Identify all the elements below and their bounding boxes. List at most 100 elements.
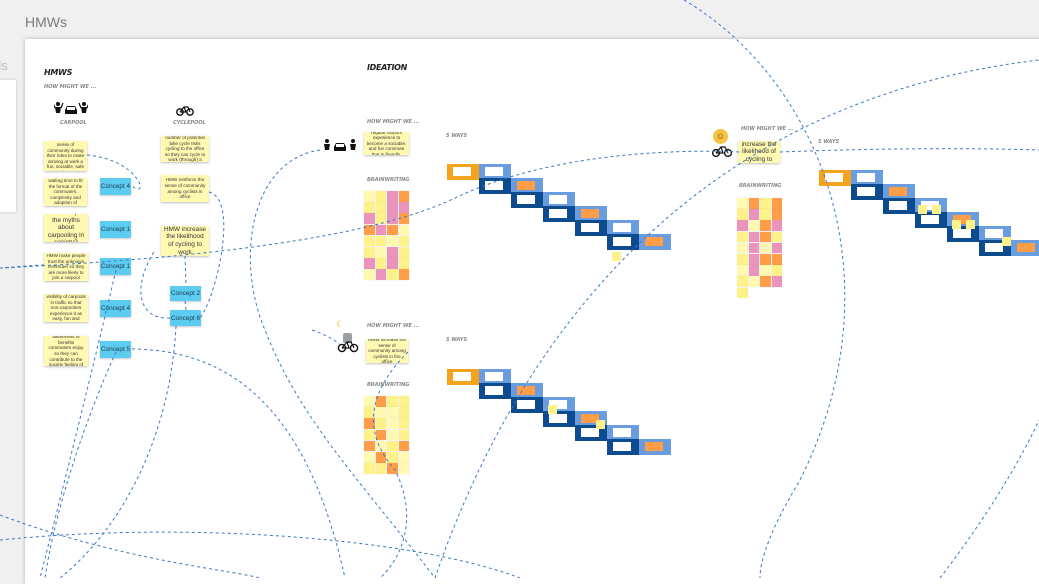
- ideation-hmw-note[interactable]: HMW make the regular carpool experience …: [364, 132, 409, 155]
- carpool-note[interactable]: HMW dispel the myths about carpooling in…: [44, 214, 88, 242]
- brainwriting-sticky[interactable]: [748, 231, 759, 243]
- idea-card[interactable]: [857, 187, 875, 196]
- concept-card[interactable]: Concept 4: [100, 300, 131, 317]
- brainwriting-sticky[interactable]: [375, 191, 386, 202]
- brainwriting-sticky[interactable]: [375, 247, 386, 258]
- idea-card[interactable]: [581, 223, 599, 232]
- brainwriting-sticky[interactable]: [748, 254, 759, 265]
- idea-card[interactable]: [645, 237, 663, 246]
- brainwriting-sticky[interactable]: [771, 231, 782, 243]
- staircase-block[interactable]: [932, 205, 941, 214]
- brainwriting-sticky[interactable]: [771, 276, 782, 287]
- idea-card[interactable]: [985, 229, 1003, 238]
- brainwriting-sticky[interactable]: [771, 198, 782, 209]
- brainwriting-sticky[interactable]: [387, 418, 398, 429]
- staircase-block[interactable]: [952, 220, 961, 229]
- brainwriting-sticky[interactable]: [748, 209, 759, 220]
- brainwriting-sticky[interactable]: [387, 247, 398, 258]
- staircase-block[interactable]: [612, 252, 621, 261]
- idea-card[interactable]: [453, 372, 471, 381]
- idea-card[interactable]: [581, 414, 599, 423]
- brainwriting-sticky[interactable]: [737, 242, 748, 254]
- brainwriting-sticky[interactable]: [375, 463, 386, 474]
- concept-card[interactable]: Concept 4: [100, 178, 131, 195]
- brainwriting-sticky[interactable]: [364, 269, 375, 280]
- brainwriting-sticky[interactable]: [748, 242, 759, 254]
- idea-card[interactable]: [485, 167, 503, 176]
- idea-card[interactable]: [921, 215, 939, 224]
- brainwriting-sticky[interactable]: [375, 258, 386, 269]
- brainwriting-sticky[interactable]: [771, 242, 782, 254]
- brainwriting-sticky[interactable]: [398, 407, 409, 418]
- brainwriting-sticky[interactable]: [387, 396, 398, 407]
- idea-card[interactable]: [825, 173, 843, 182]
- brainwriting-sticky[interactable]: [398, 418, 409, 429]
- idea-card[interactable]: [485, 181, 503, 190]
- brainwriting-sticky[interactable]: [364, 235, 375, 247]
- idea-card[interactable]: [485, 372, 503, 381]
- idea-card[interactable]: [613, 237, 631, 246]
- brainwriting-sticky[interactable]: [760, 220, 771, 231]
- brainwriting-sticky[interactable]: [398, 269, 409, 280]
- brainwriting-sticky[interactable]: [737, 231, 748, 243]
- brainwriting-sticky[interactable]: [375, 224, 386, 236]
- concept-card[interactable]: Concept 1: [100, 221, 131, 238]
- cyclepool-note[interactable]: HMW increase the likelihood of cycling t…: [161, 226, 209, 256]
- brainwriting-sticky[interactable]: [387, 452, 398, 463]
- carpool-note[interactable]: HMW increase the sense of community duri…: [44, 141, 87, 171]
- brainwriting-sticky[interactable]: [387, 407, 398, 418]
- carpool-note[interactable]: HMW make people trust the unknown commut…: [44, 253, 88, 281]
- brainwriting-sticky[interactable]: [398, 429, 409, 441]
- brainwriting-sticky[interactable]: [760, 254, 771, 265]
- idea-card[interactable]: [517, 386, 535, 395]
- brainwriting-sticky[interactable]: [748, 220, 759, 231]
- brainwriting-sticky[interactable]: [398, 191, 409, 202]
- brainwriting-sticky[interactable]: [375, 429, 386, 441]
- brainwriting-sticky[interactable]: [748, 276, 759, 287]
- brainwriting-sticky[interactable]: [398, 235, 409, 247]
- idea-card[interactable]: [485, 386, 503, 395]
- brainwriting-sticky[interactable]: [364, 429, 375, 441]
- brainwriting-sticky[interactable]: [398, 396, 409, 407]
- brainwriting-sticky[interactable]: [364, 418, 375, 429]
- brainwriting-sticky[interactable]: [398, 213, 409, 224]
- brainwriting-sticky[interactable]: [760, 265, 771, 276]
- brainwriting-sticky[interactable]: [737, 254, 748, 265]
- brainwriting-sticky[interactable]: [375, 269, 386, 280]
- carpool-note[interactable]: HMW raise awareness of benefits commuter…: [44, 336, 88, 366]
- idea-card[interactable]: [517, 181, 535, 190]
- idea-card[interactable]: [517, 400, 535, 409]
- idea-card[interactable]: [953, 215, 971, 224]
- concept-card[interactable]: Concept 6: [170, 310, 201, 326]
- idea-card[interactable]: [953, 229, 971, 238]
- brainwriting-sticky[interactable]: [737, 265, 748, 276]
- staircase-block[interactable]: [548, 405, 557, 414]
- brainwriting-sticky[interactable]: [760, 209, 771, 220]
- brainwriting-sticky[interactable]: [771, 220, 782, 231]
- staircase-block[interactable]: [1002, 237, 1011, 246]
- idea-card[interactable]: [613, 428, 631, 437]
- brainwriting-sticky[interactable]: [387, 224, 398, 236]
- brainwriting-sticky[interactable]: [398, 224, 409, 236]
- brainwriting-sticky[interactable]: [364, 191, 375, 202]
- brainwriting-sticky[interactable]: [387, 429, 398, 441]
- brainwriting-sticky[interactable]: [737, 198, 748, 209]
- idea-card[interactable]: [613, 223, 631, 232]
- brainwriting-sticky[interactable]: [375, 407, 386, 418]
- ideation-hmw-note[interactable]: HMW increase the sense of community amon…: [366, 339, 408, 363]
- brainwriting-sticky[interactable]: [364, 247, 375, 258]
- idea-card[interactable]: [549, 195, 567, 204]
- idea-card[interactable]: [645, 442, 663, 451]
- brainwriting-sticky[interactable]: [748, 265, 759, 276]
- idea-card[interactable]: [985, 243, 1003, 252]
- brainwriting-sticky[interactable]: [398, 463, 409, 474]
- brainwriting-sticky[interactable]: [364, 452, 375, 463]
- idea-card[interactable]: [921, 201, 939, 210]
- brainwriting-sticky[interactable]: [398, 440, 409, 452]
- brainwriting-sticky[interactable]: [737, 287, 748, 299]
- idea-card[interactable]: [517, 195, 535, 204]
- left-frame[interactable]: ds: [0, 58, 16, 212]
- brainwriting-sticky[interactable]: [375, 418, 386, 429]
- brainwriting-sticky[interactable]: [375, 235, 386, 247]
- brainwriting-sticky[interactable]: [398, 452, 409, 463]
